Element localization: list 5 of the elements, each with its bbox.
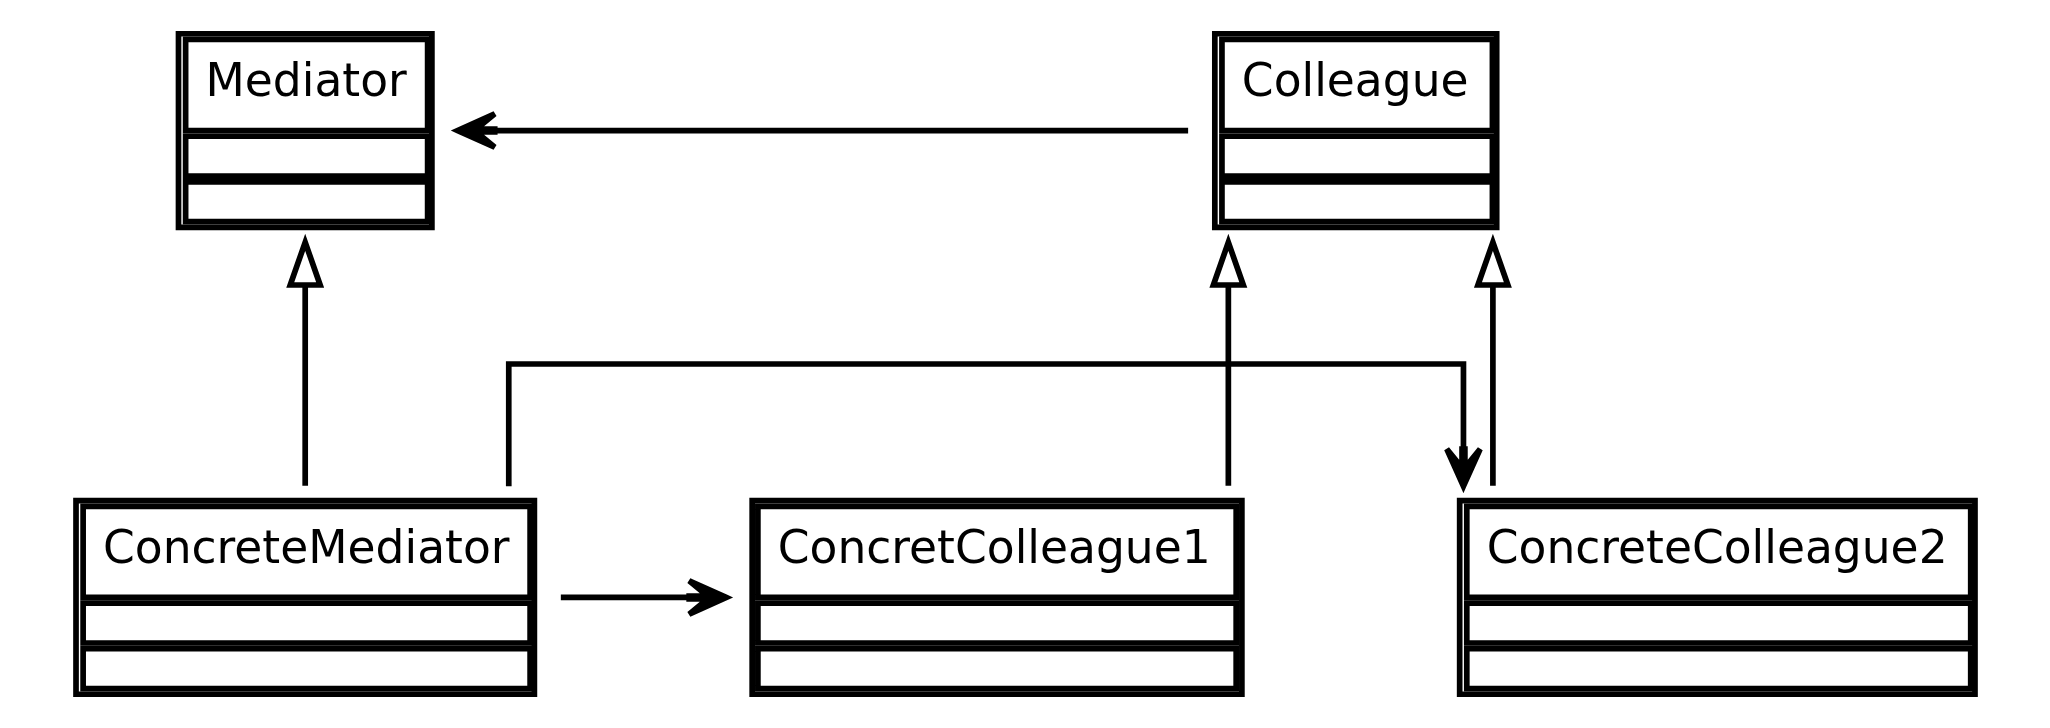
arrow (505, 361, 1483, 490)
arrow (1473, 233, 1512, 486)
arrow (454, 111, 1188, 151)
arrow (1208, 233, 1247, 486)
arrow (285, 233, 324, 486)
